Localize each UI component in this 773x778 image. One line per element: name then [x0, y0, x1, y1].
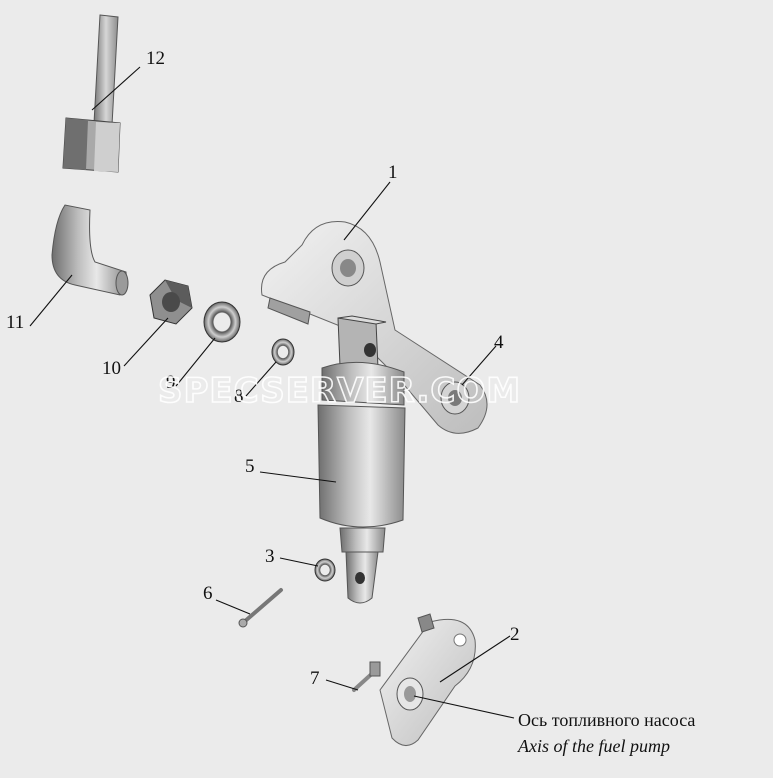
part-number-12: 12: [146, 48, 165, 69]
watermark: SPECSERVER.COM: [158, 371, 521, 411]
leader-line-9: [175, 337, 216, 387]
part-number-5: 5: [245, 456, 255, 477]
leader-line-5: [259, 471, 337, 483]
leader-line-12: [91, 66, 141, 111]
leader-line-3: [279, 557, 319, 567]
leader-line-1: [343, 181, 391, 241]
caption-english: Axis of the fuel pump: [517, 736, 670, 756]
part-3-washer: [314, 558, 336, 582]
leader-line-10: [123, 317, 169, 367]
leader-line-6: [215, 599, 251, 615]
leader-line-8: [245, 361, 277, 397]
caption-russian: Ось топливного насоса: [518, 710, 695, 730]
leader-line-7: [325, 679, 359, 691]
part-2-plate: [379, 613, 476, 746]
part-7-stud: [352, 661, 381, 692]
leader-line-4: [461, 345, 497, 386]
part-5-cylinder: [317, 315, 406, 604]
part-number-11: 11: [6, 312, 24, 333]
part-number-7: 7: [310, 668, 320, 689]
part-number-3: 3: [265, 546, 275, 567]
part-11-elbow-fitting: [51, 204, 129, 296]
part-number-10: 10: [102, 358, 121, 379]
part-number-2: 2: [510, 624, 520, 645]
part-number-9: 9: [166, 372, 176, 393]
part-number-8: 8: [234, 386, 244, 407]
part-number-4: 4: [494, 332, 504, 353]
part-10-hex-nut: [149, 279, 193, 325]
leader-line-axis: [413, 695, 515, 719]
leader-line-2: [439, 635, 511, 683]
part-8-sealing-ring: [271, 338, 295, 366]
part-12-fuel-pipe: [62, 14, 121, 173]
part-6-cotter-pin: [238, 588, 283, 628]
part-number-1: 1: [388, 162, 398, 183]
part-number-6: 6: [203, 583, 213, 604]
leader-line-11: [29, 274, 73, 327]
part-9-washer: [203, 301, 241, 343]
